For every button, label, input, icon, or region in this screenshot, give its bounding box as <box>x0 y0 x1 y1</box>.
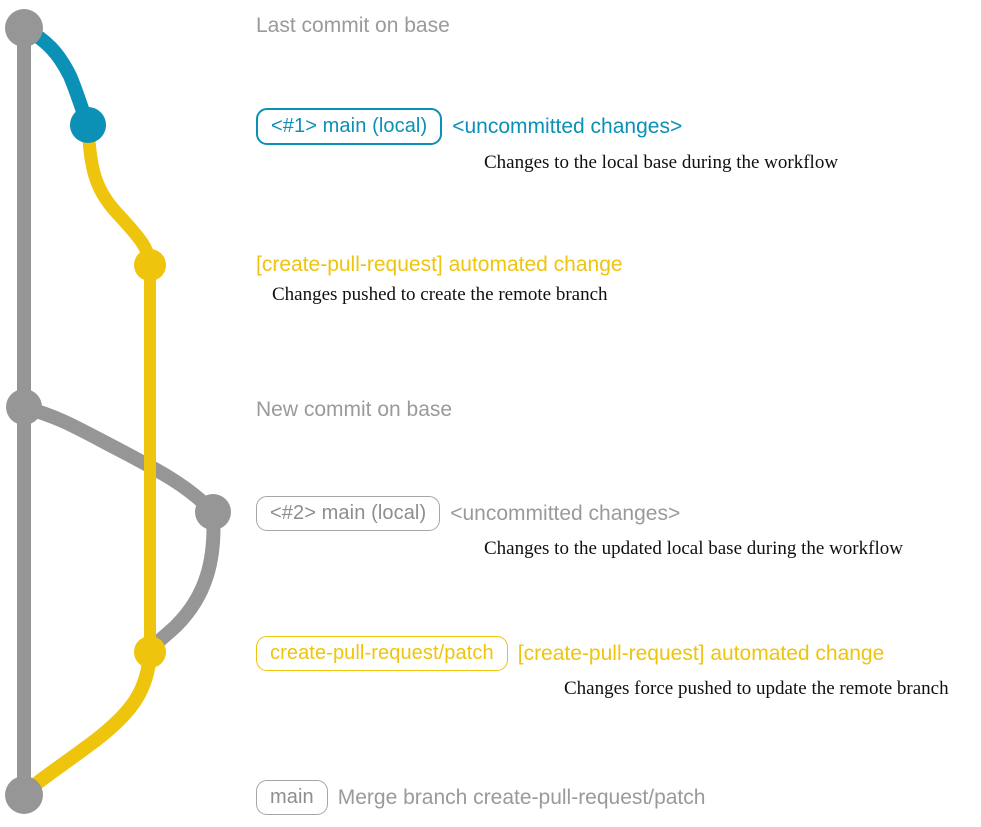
commit-subject-merge: Merge branch create-pull-request/patch <box>337 785 706 809</box>
edge-base-to-local2 <box>17 400 220 519</box>
commit-node-local-1[interactable] <box>70 107 106 143</box>
commit-node-base-merge[interactable] <box>5 776 43 814</box>
commit-node-local-2[interactable] <box>195 494 231 530</box>
graph-row-merge-commit: main Merge branch create-pull-request/pa… <box>256 780 705 815</box>
commit-subject-last-commit-on-base: Last commit on base <box>256 14 450 37</box>
ref-badge-create-pull-request-patch[interactable]: create-pull-request/patch <box>256 636 508 671</box>
commit-node-base-last[interactable] <box>5 9 43 47</box>
graph-row-new-commit-on-base: New commit on base <box>256 398 452 422</box>
commit-subject-new-commit-on-base: New commit on base <box>256 398 453 421</box>
commit-subject-patch-create: [create-pull-request] automated change <box>256 253 623 276</box>
commit-node-patch-create[interactable] <box>134 249 166 281</box>
commit-note-patch-create: Changes pushed to create the remote bran… <box>272 284 608 305</box>
commit-note-local-change-1: Changes to the local base during the wor… <box>484 152 839 173</box>
ref-badge-main[interactable]: main <box>256 780 328 815</box>
commit-subject-patch-update: [create-pull-request] automated change <box>517 641 885 665</box>
commit-note-patch-update: Changes force pushed to update the remot… <box>564 678 949 699</box>
commit-subject-local-change-2: <uncommitted changes> <box>450 501 681 525</box>
edge-patch-to-merge <box>17 645 157 802</box>
edge-local1-to-patch-create <box>81 118 157 272</box>
graph-row-local-change-2: <#2> main (local) <uncommitted changes> … <box>256 496 903 560</box>
ref-badge-main-local-2[interactable]: <#2> main (local) <box>256 496 441 531</box>
commit-note-local-change-2: Changes to the updated local base during… <box>484 538 903 559</box>
commit-node-patch-update[interactable] <box>134 636 166 668</box>
ref-badge-main-local-1[interactable]: <#1> main (local) <box>256 108 443 145</box>
graph-row-local-change-1: <#1> main (local) <uncommitted changes> … <box>256 108 838 174</box>
graph-row-patch-update-commit: create-pull-request/patch [create-pull-r… <box>256 636 949 700</box>
commit-node-base-new[interactable] <box>6 389 42 425</box>
commit-subject-local-change-1: <uncommitted changes> <box>452 114 683 138</box>
graph-row-last-commit-on-base: Last commit on base <box>256 14 450 38</box>
edge-local2-to-patch <box>143 505 221 659</box>
graph-row-patch-create-commit: [create-pull-request] automated change C… <box>256 253 623 306</box>
